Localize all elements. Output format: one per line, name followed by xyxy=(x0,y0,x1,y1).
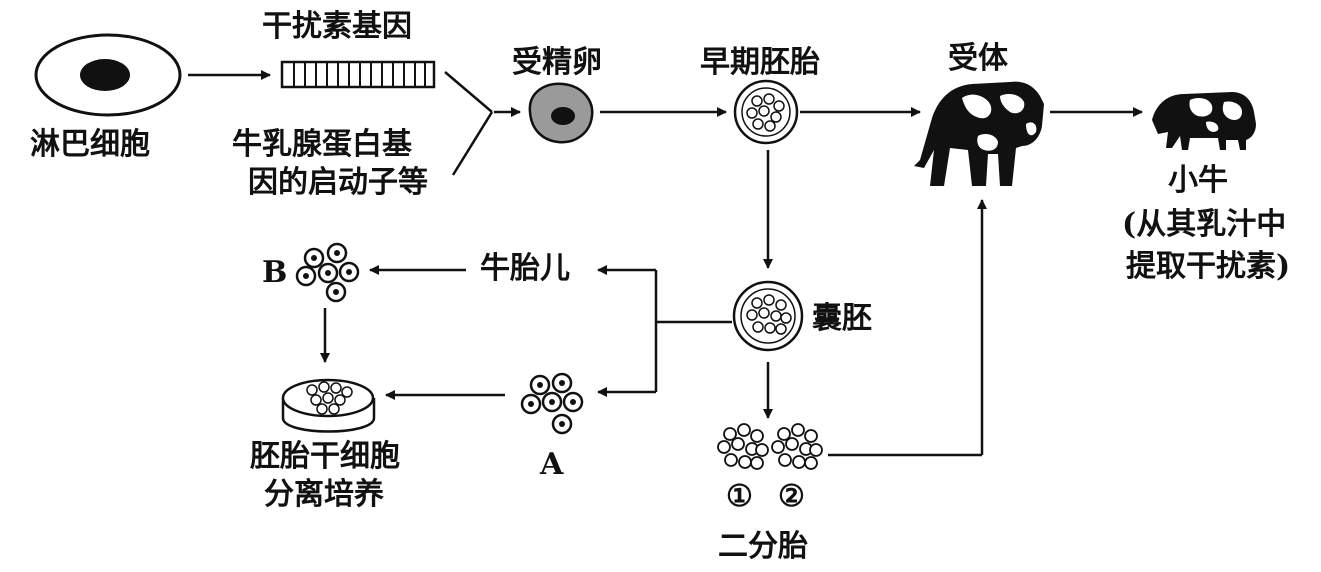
converge-lines xyxy=(444,71,494,176)
label-fetus: 牛胎儿 xyxy=(480,251,570,286)
cells-b-nuclei xyxy=(303,250,352,295)
label-early-embryo: 早期胚胎 xyxy=(700,45,820,80)
label-recipient: 受体 xyxy=(948,41,1008,76)
label-twin-2: ② xyxy=(778,479,805,514)
label-lymphocyte: 淋巴细胞 xyxy=(30,127,150,162)
label-interferon-gene: 干扰素基因 xyxy=(262,9,412,44)
culture-dish xyxy=(281,378,376,433)
cells-a-nuclei xyxy=(528,380,576,427)
label-stem-cell-line1: 胚胎干细胞 xyxy=(250,439,400,474)
label-calf-note-line2: 提取干扰素) xyxy=(1126,249,1291,284)
twin-embryo-1 xyxy=(717,423,769,470)
label-promoter-line2: 因的启动子等 xyxy=(248,165,428,200)
label-calf-note-line1: (从其乳汁中 xyxy=(1122,207,1287,242)
label-cell-a: A xyxy=(540,447,564,482)
early-embryo-cell xyxy=(733,79,799,145)
label-twin-embryo: 二分胎 xyxy=(718,529,808,564)
recipient-cow xyxy=(914,81,1044,186)
label-promoter-line1: 牛乳腺蛋白基 xyxy=(232,127,412,162)
blastocyst-cell xyxy=(732,280,804,352)
label-fertilized-egg: 受精卵 xyxy=(512,45,602,80)
fertilized-egg-cell xyxy=(528,82,594,144)
label-twin-1: ① xyxy=(726,479,753,514)
bracket-blastocyst-to-fetus-and-a xyxy=(654,270,732,392)
interferon-gene-bar xyxy=(280,60,436,89)
label-cell-b: B xyxy=(262,255,288,290)
lymphocyte-cell xyxy=(34,33,182,117)
twin-embryo-2 xyxy=(771,423,823,470)
label-stem-cell-line2: 分离培养 xyxy=(264,477,384,512)
label-blastocyst: 囊胚 xyxy=(812,301,872,336)
label-calf: 小牛 xyxy=(1168,163,1228,198)
calf-animal xyxy=(1152,92,1256,150)
cells-a xyxy=(520,372,584,435)
